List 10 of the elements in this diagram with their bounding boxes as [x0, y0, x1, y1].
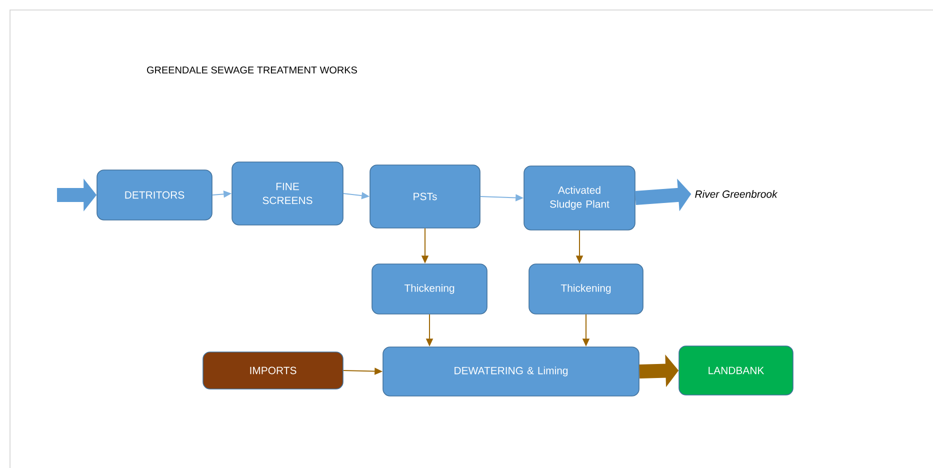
process-box: FINE SCREENS — [232, 162, 344, 226]
outlet-label: River Greenbrook — [695, 190, 778, 198]
process-box: PSTs — [370, 164, 480, 228]
process-box: LANDBANK — [678, 346, 794, 396]
title: GREENDALE SEWAGE TREATMENT WORKS — [147, 66, 357, 74]
process-box: Thickening — [372, 264, 488, 314]
process-box: IMPORTS — [202, 352, 344, 390]
process-box: Activated Sludge Plant — [524, 166, 636, 230]
process-box: Thickening — [528, 264, 644, 314]
process-box: DEWATERING & Liming — [382, 346, 640, 396]
